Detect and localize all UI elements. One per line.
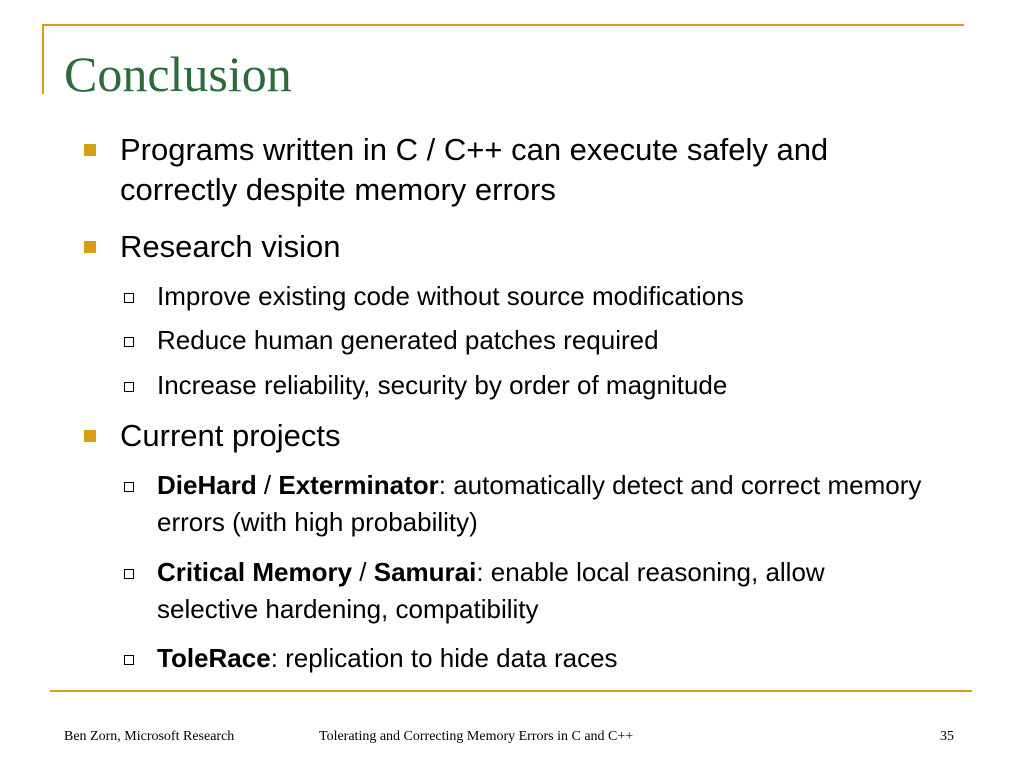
project-description: : automatically detect and correct memor… [157,470,922,537]
project-name-samurai: Samurai [373,557,477,587]
project-separator: / [256,470,279,500]
project-name-critical-memory: Critical Memory [157,557,353,587]
sub-bullet-text: Reduce human generated patches required [157,325,659,355]
sub-bullet-diehard: DieHard / Exterminator: automatically de… [124,467,927,541]
footer-talk-title: Tolerating and Correcting Memory Errors … [319,729,634,744]
hollow-square-bullet-icon [124,293,134,303]
sub-bullet-improve-code: Improve existing code without source mod… [124,278,927,315]
filled-square-bullet-icon [84,430,96,442]
bullet-current-projects: Current projects [84,416,910,456]
sub-bullet-reduce-patches: Reduce human generated patches required [124,322,927,359]
project-name-diehard: DieHard [157,470,257,500]
project-description: : replication to hide data races [270,643,618,673]
bullet-research-vision: Research vision [84,227,910,267]
hollow-square-bullet-icon [124,382,134,392]
bullet-text: Research vision [120,229,341,264]
bullet-text: Programs written in C / C++ can execute … [120,132,829,207]
hollow-square-bullet-icon [124,569,134,579]
hollow-square-bullet-icon [124,655,134,665]
title-frame-left-rule [42,24,44,94]
bullet-programs-safe: Programs written in C / C++ can execute … [84,130,910,210]
hollow-square-bullet-icon [124,482,134,492]
project-name-tolerace: ToleRace [157,643,271,673]
bullet-text: Current projects [120,418,341,453]
footer-page-number: 35 [940,729,954,744]
project-name-exterminator: Exterminator [278,470,439,500]
hollow-square-bullet-icon [124,337,134,347]
sub-bullet-increase-reliability: Increase reliability, security by order … [124,367,927,404]
filled-square-bullet-icon [84,241,96,253]
footer-author: Ben Zorn, Microsoft Research [64,729,235,744]
sub-bullet-text: Improve existing code without source mod… [157,281,744,311]
sub-bullet-critical-memory: Critical Memory / Samurai: enable local … [124,554,927,628]
footer-rule [50,690,972,692]
title-frame-top-rule [42,24,964,26]
sub-bullet-text: Increase reliability, security by order … [157,370,728,400]
slide-title: Conclusion [64,46,292,102]
project-description: : enable local reasoning, allow selectiv… [157,557,825,624]
sub-bullet-tolerace: ToleRace: replication to hide data races [124,640,927,677]
project-separator: / [352,557,374,587]
filled-square-bullet-icon [84,144,96,156]
